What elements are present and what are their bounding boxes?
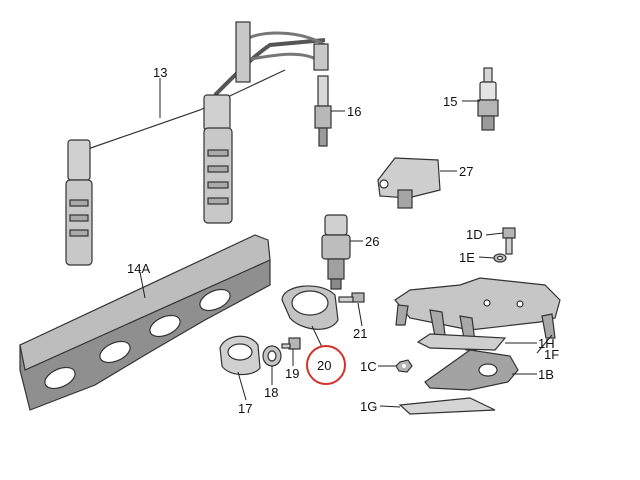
ignition-lead-set — [65, 21, 329, 266]
washer-18 — [262, 345, 282, 367]
coil-bracket-1f — [394, 277, 561, 351]
washer-1e — [493, 253, 507, 263]
bolt-1d — [502, 227, 516, 255]
bolt-21 — [338, 292, 365, 303]
gasket-1h — [416, 333, 507, 351]
heat-shield-14a — [19, 234, 271, 411]
clamp-20 — [281, 285, 339, 330]
sensor-16 — [314, 75, 332, 147]
clamp-17 — [219, 335, 261, 376]
callout-17: 17 — [238, 401, 252, 416]
callout-15: 15 — [443, 94, 457, 109]
callout-21: 21 — [353, 326, 367, 341]
callout-1d: 1D — [466, 227, 483, 242]
callout-1b: 1B — [538, 367, 554, 382]
callout-1e: 1E — [459, 250, 475, 265]
callout-14a: 14A — [127, 261, 150, 276]
sensor-26 — [321, 214, 351, 290]
callout-20: 20 — [317, 358, 331, 373]
nut-1c — [395, 359, 413, 373]
callout-16: 16 — [347, 104, 361, 119]
highlight-circle — [306, 345, 346, 385]
spark-plug-15 — [477, 67, 499, 131]
callout-18: 18 — [264, 385, 278, 400]
callout-27: 27 — [459, 164, 473, 179]
connector-27 — [377, 157, 441, 209]
callout-26: 26 — [365, 234, 379, 249]
gasket-1g — [398, 397, 496, 415]
callout-1h: 1H — [538, 336, 555, 351]
callout-1c: 1C — [360, 359, 377, 374]
plate-1b — [424, 349, 519, 391]
callout-13: 13 — [153, 65, 167, 80]
callout-1g: 1G — [360, 399, 377, 414]
callout-19: 19 — [285, 366, 299, 381]
bolt-19 — [281, 337, 301, 350]
callout-1f: 1F — [544, 347, 559, 362]
